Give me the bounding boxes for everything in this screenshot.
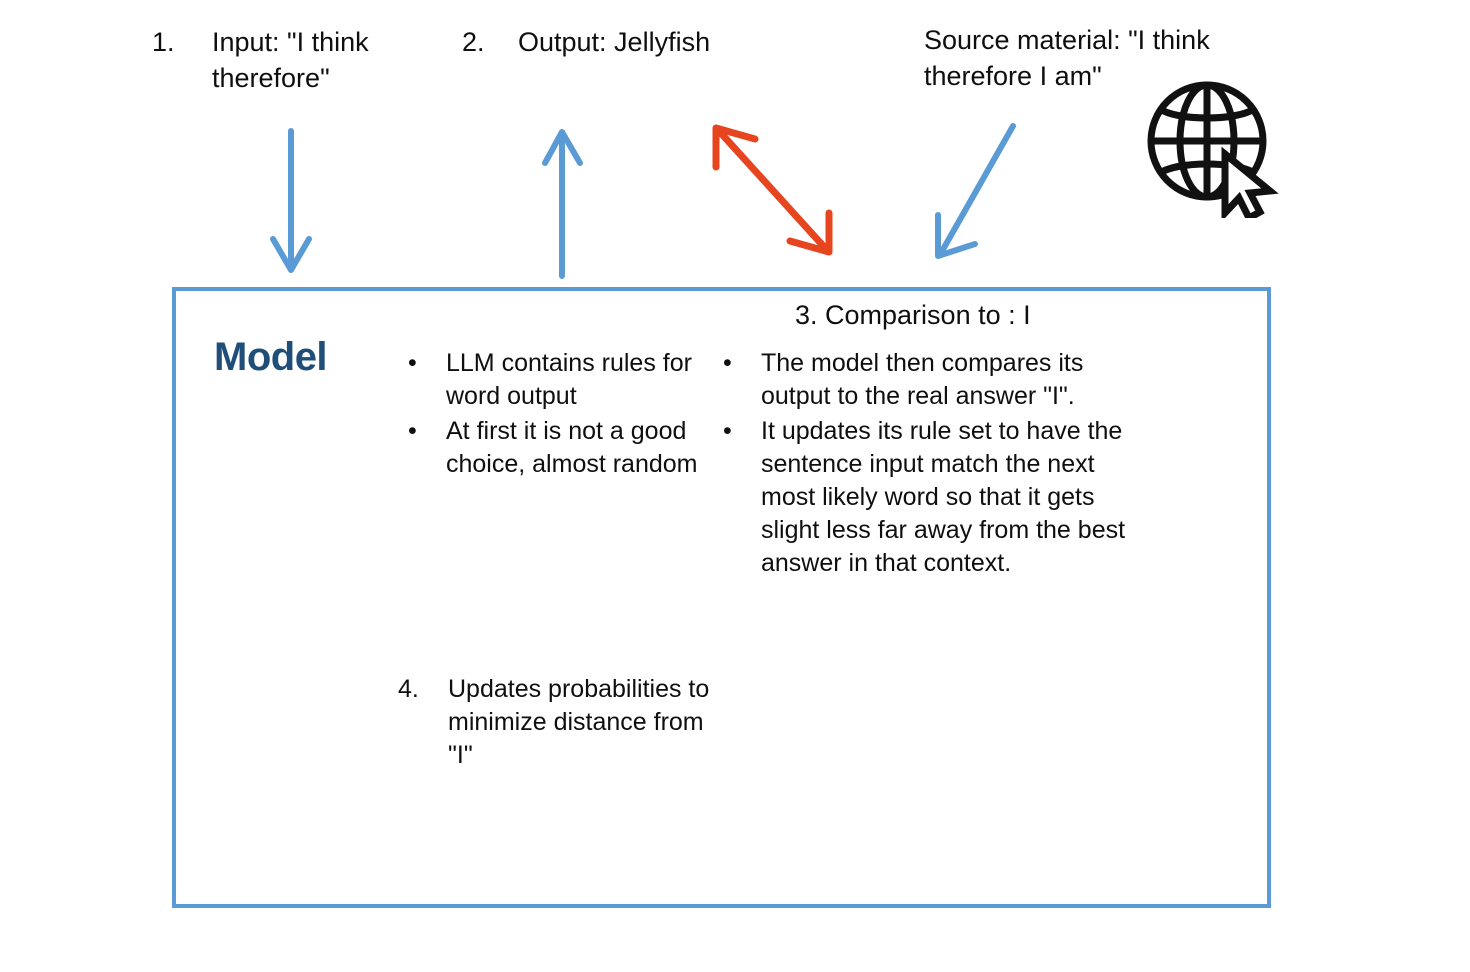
list-item-label: At first it is not a good choice, almost… xyxy=(446,417,698,478)
bullet-icon: • xyxy=(408,417,417,445)
list-item: • It updates its rule set to have the se… xyxy=(723,415,1143,580)
source-material-label: Source material: "I think therefore I am… xyxy=(924,25,1210,91)
bullet-icon: • xyxy=(723,417,732,445)
step4-block: 4. Updates probabilities to minimize dis… xyxy=(398,673,728,772)
model-box xyxy=(172,287,1271,908)
list-item-label: The model then compares its output to th… xyxy=(761,349,1084,410)
list-item-label: It updates its rule set to have the sent… xyxy=(761,417,1126,577)
input-step-number: 1. xyxy=(152,27,175,57)
model-title: Model xyxy=(214,335,328,379)
input-to-model-arrow xyxy=(270,128,312,273)
list-item-label: LLM contains rules for word output xyxy=(446,349,692,410)
input-label: Input: "I think therefore" xyxy=(212,27,369,93)
step4-label: Updates probabilities to minimize distan… xyxy=(448,675,710,769)
bullet-icon: • xyxy=(408,349,417,377)
model-to-output-arrow xyxy=(542,129,583,279)
output-vs-source-arrow xyxy=(712,124,833,256)
output-label: Output: Jellyfish xyxy=(518,27,711,57)
source-to-model-arrow xyxy=(935,123,1016,259)
output-step-number: 2. xyxy=(462,27,485,57)
list-item: • The model then compares its output to … xyxy=(723,347,1143,413)
list-item: • LLM contains rules for word output xyxy=(408,347,718,413)
model-right-bullet-list: • The model then compares its output to … xyxy=(723,347,1143,582)
bullet-icon: • xyxy=(723,349,732,377)
comparison-heading: 3. Comparison to : I xyxy=(795,300,1031,330)
globe-with-cursor-icon xyxy=(1144,78,1284,223)
list-item: • At first it is not a good choice, almo… xyxy=(408,415,718,481)
step4-number: 4. xyxy=(398,675,419,703)
model-left-bullet-list: • LLM contains rules for word output • A… xyxy=(408,347,718,483)
